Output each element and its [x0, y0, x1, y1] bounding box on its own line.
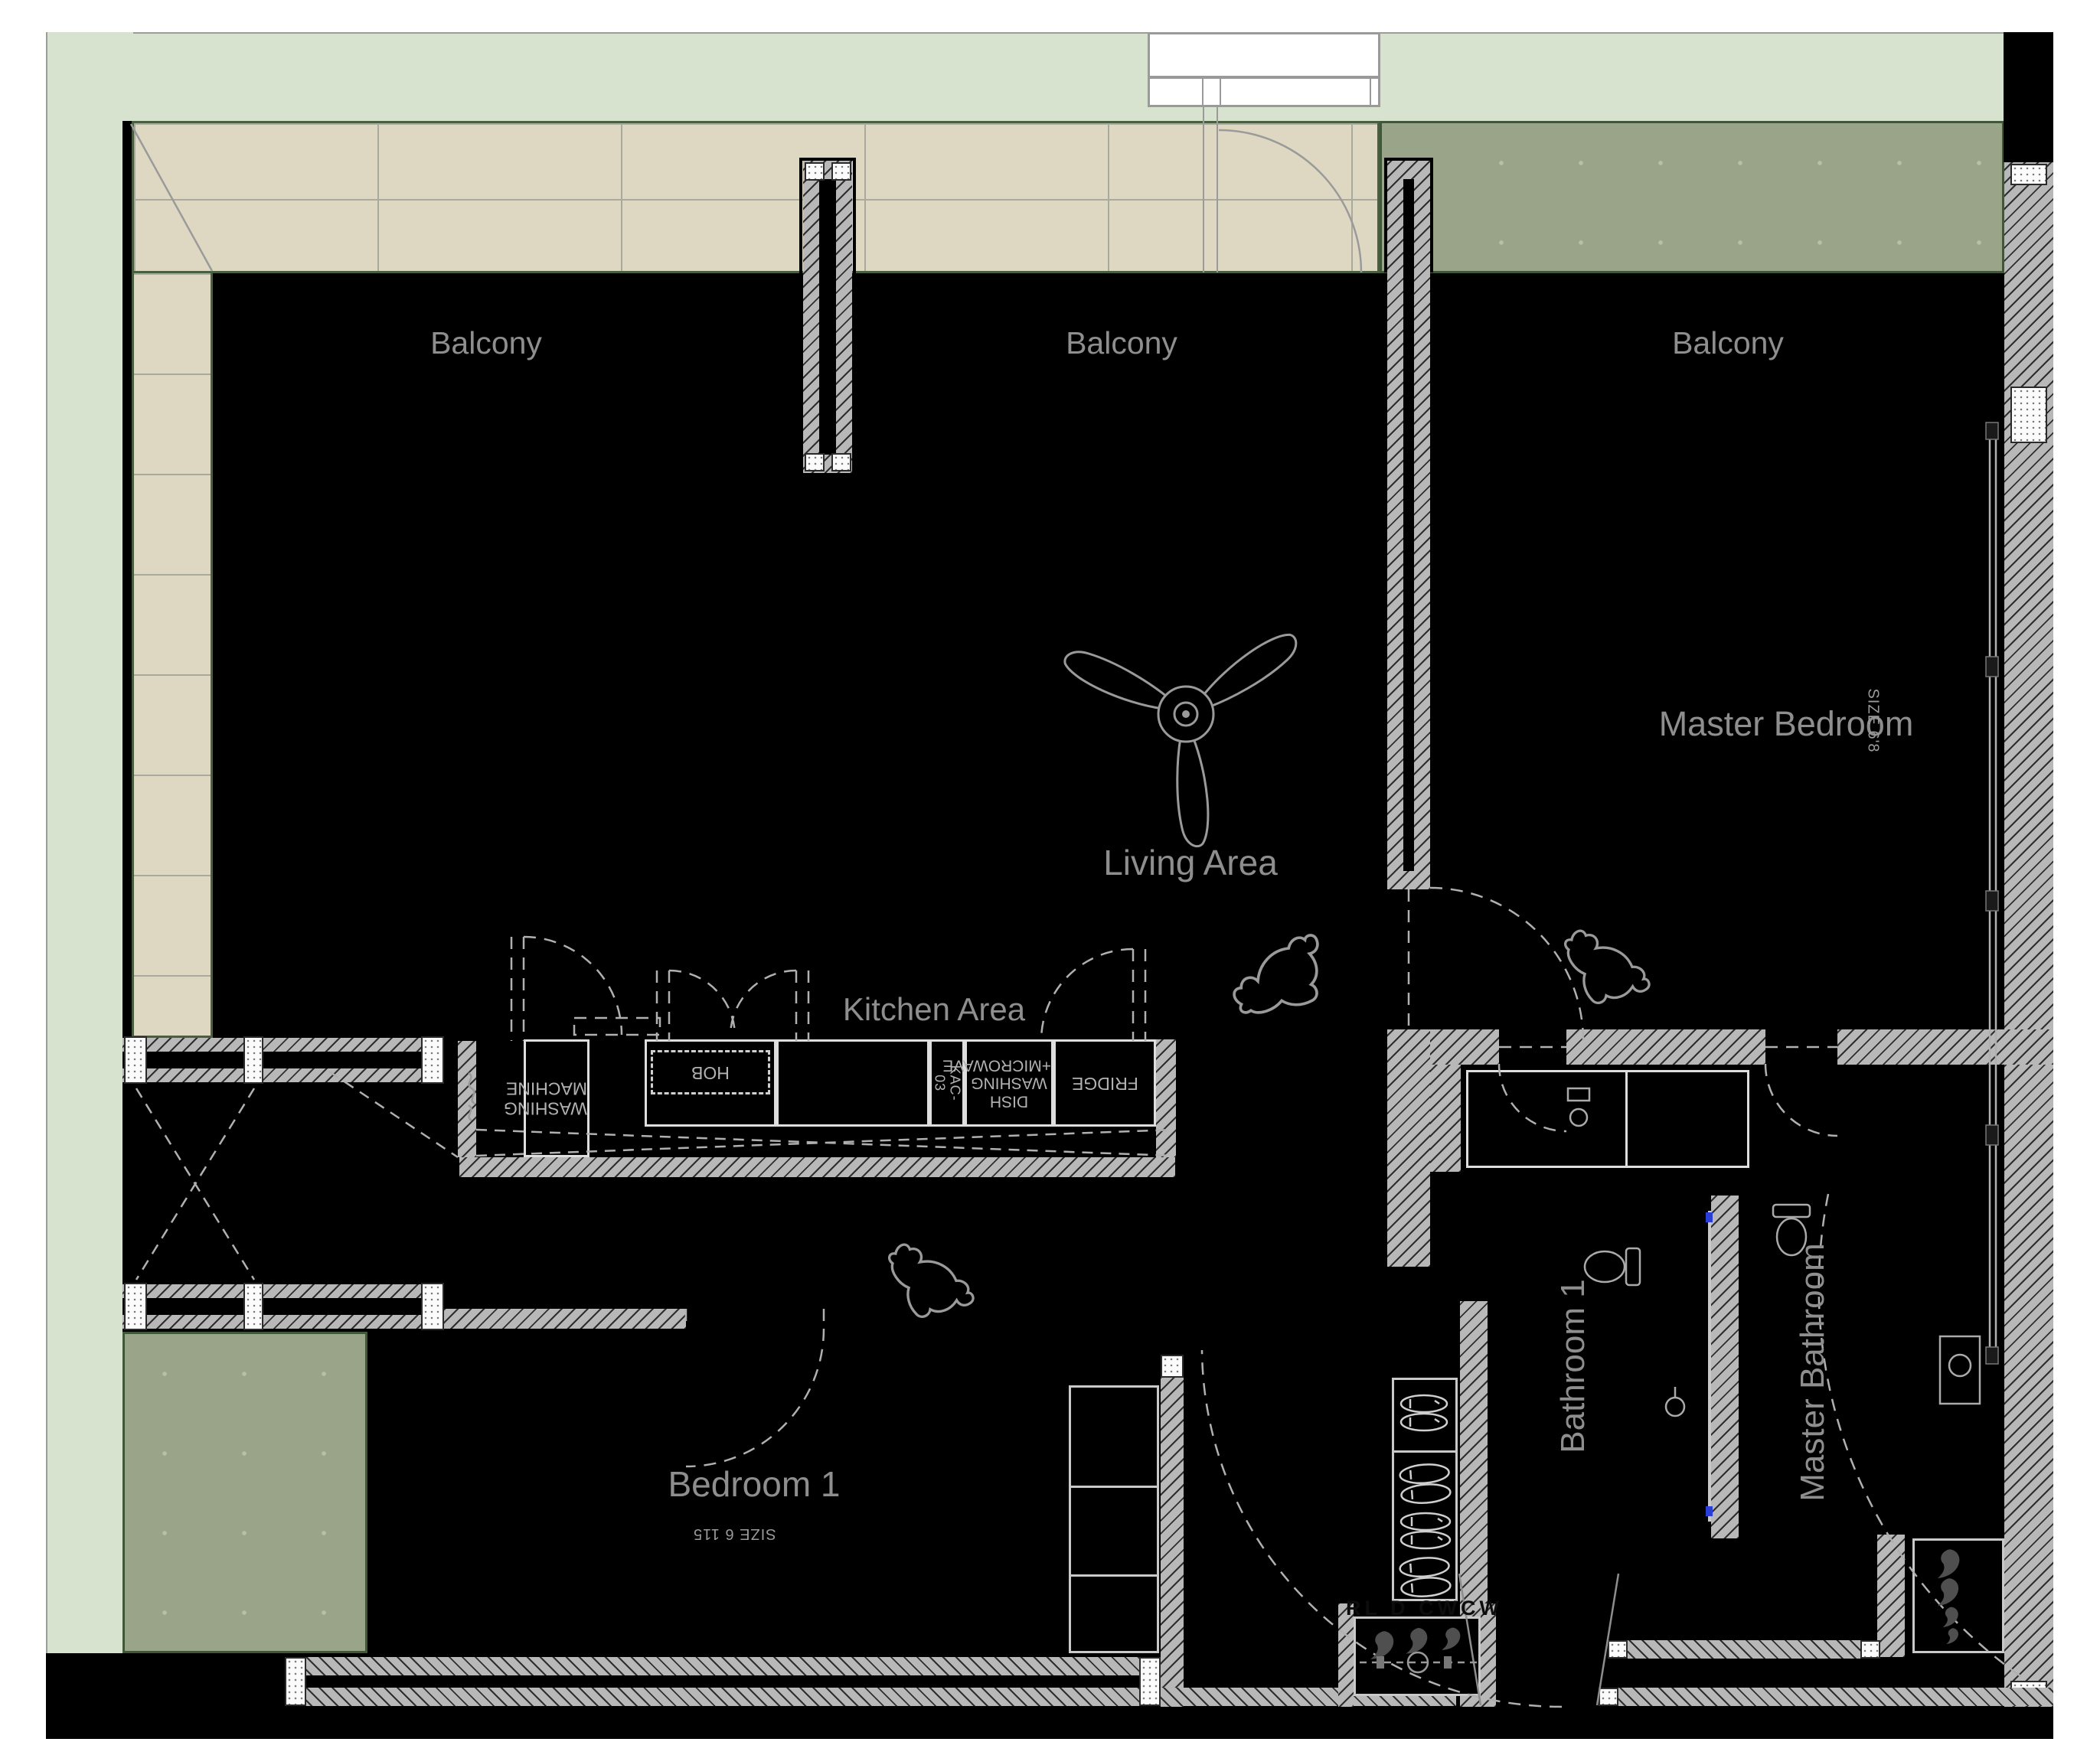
- kitchen-counter-fridge: FRIDGE: [1053, 1039, 1156, 1127]
- entry-divider: [1370, 79, 1371, 105]
- shoe-pair-icon: [1399, 1394, 1452, 1597]
- pier-cap: [805, 162, 825, 181]
- column-bedroom1-right: [1161, 1355, 1184, 1378]
- pipe-comma-icon: [1937, 1549, 1960, 1645]
- kitchen-counter-dishwashing: DISH WASHING +MICROWAVE: [942, 1039, 1053, 1127]
- closet-dashed-marks: [135, 1070, 1174, 1280]
- bedroom1-size-tag: SIZE 6 115: [693, 1525, 776, 1542]
- hall-faucet-icon: [1664, 1387, 1686, 1417]
- column-stub2-mid: [243, 1283, 263, 1330]
- column-bottom: [1608, 1640, 1628, 1659]
- tile-miter-line: [129, 123, 214, 272]
- wall-kitchen-right-return: [1156, 1039, 1176, 1157]
- bedroom1-door-swing: [684, 1309, 825, 1468]
- wall-bedroom1-top: [444, 1309, 686, 1329]
- planter-top-right: [1380, 121, 2004, 273]
- shaft-riser-label: RL D CWCW: [1346, 1597, 1503, 1620]
- bedroom1-label: Bedroom 1: [668, 1464, 841, 1504]
- top-right-wall-bar: [2004, 32, 2053, 162]
- ceiling-fan-icon: [1063, 633, 1298, 848]
- wall-bathroom-top-c: [1837, 1029, 2053, 1065]
- column-bottom: [285, 1657, 306, 1706]
- planter-bottom-left: [122, 1332, 367, 1653]
- wall-demising-lower: [1387, 1029, 1430, 1267]
- kitchen-counter-middle: [776, 1039, 929, 1127]
- pier-cap: [831, 453, 851, 471]
- toilet-icon: [1583, 1203, 1811, 1287]
- right-window-glazing: [1985, 422, 1999, 1365]
- column-stub1-right: [421, 1036, 444, 1084]
- wardrobe-shelf: [1071, 1486, 1157, 1488]
- balcony-label-left: Balcony: [430, 325, 542, 360]
- hob-dashed-outline: HOB: [651, 1050, 770, 1094]
- pier-cavity: [819, 179, 836, 455]
- wall-bottom-lower-right: [1599, 1688, 2053, 1706]
- shaft-wall-left: [1338, 1603, 1354, 1707]
- bathroom1-vanity: [1466, 1070, 1749, 1168]
- column-stub2-right: [421, 1283, 444, 1330]
- balcony-label-middle: Balcony: [1066, 325, 1177, 360]
- vanity-faucet-icon: [1566, 1087, 1591, 1127]
- bathroom-mirror-line: [1706, 1211, 1713, 1522]
- column-bottom: [1860, 1640, 1880, 1659]
- master-bedroom-label: Master Bedroom: [1658, 704, 1914, 743]
- wall-bottom-upper: [285, 1657, 1161, 1675]
- pier-cap: [831, 162, 851, 181]
- column-right-top: [2010, 164, 2047, 185]
- site-background-left: [46, 32, 133, 1653]
- living-area-label: Living Area: [1103, 843, 1278, 882]
- shaft-pipe-run: [1360, 1651, 1478, 1674]
- wall-bottom-upper-right: [1608, 1640, 1880, 1659]
- wall-stub-left-1b: [122, 1068, 444, 1082]
- wall-stub-left-2b: [122, 1315, 444, 1329]
- master-bedroom-door-swing: [1407, 886, 1585, 1042]
- bathroom1-label: Bathroom 1: [1554, 1279, 1592, 1453]
- bedroom1-wardrobe: [1069, 1385, 1159, 1653]
- balcony-tile-band-top: [132, 121, 1380, 273]
- kitchen-hook-marks: [468, 1072, 475, 1122]
- wall-bedroom1-right: [1161, 1355, 1184, 1707]
- master-bathroom-label: Master Bathroom: [1794, 1243, 1831, 1502]
- master-bath-sink-icon: [1938, 1335, 1981, 1405]
- plan-footing-bottom-left: [46, 1653, 122, 1739]
- wall-bathroom-partition: [1711, 1196, 1739, 1538]
- bathroom-door-swings: [1200, 1045, 2028, 1708]
- entry-divider: [1202, 79, 1203, 105]
- rabbit-outline-icon: [887, 929, 1651, 1318]
- column-stub1-mid: [243, 1036, 263, 1084]
- vanity-divider: [1625, 1072, 1628, 1166]
- master-bedroom-size-tag: SIZE 6'8: [1864, 688, 1882, 753]
- column-stub1-left: [124, 1036, 147, 1084]
- balcony-tile-strip-left: [132, 273, 213, 1038]
- kitchen-counter-washing-machine: WASHING MACHINE: [504, 1039, 590, 1157]
- wall-bathroom1-left: [1430, 1065, 1461, 1172]
- balcony-label-right: Balcony: [1672, 325, 1784, 360]
- wall-kitchen-back: [459, 1157, 1175, 1177]
- column-right-mid: [2010, 387, 2047, 443]
- kitchen-shaft-kac03: KAC-03: [929, 1039, 965, 1127]
- wall-bottom-lower: [285, 1688, 1456, 1706]
- shoe-cabinet-shelf: [1394, 1450, 1455, 1453]
- entry-divider: [1220, 79, 1221, 105]
- kitchen-area-label: Kitchen Area: [842, 991, 1026, 1027]
- wall-kitchen-left-return: [458, 1041, 476, 1157]
- entry-door-swing: [1203, 107, 1363, 273]
- site-background-top: [46, 32, 2004, 122]
- wall-bathroom-top-a: [1430, 1029, 1499, 1065]
- column-stub2-left: [124, 1283, 147, 1330]
- wall-demising-cavity: [1403, 179, 1414, 871]
- kitchen-door-swings: [510, 935, 1147, 1042]
- wall-stub-left-2a: [122, 1284, 444, 1298]
- wall-stub-left-1a: [122, 1038, 444, 1052]
- column-bottom: [1139, 1657, 1161, 1706]
- bottom-entry-door-leaves: [1458, 1573, 1620, 1706]
- pipe-comma-icon: [1370, 1627, 1461, 1659]
- wardrobe-shelf: [1071, 1574, 1157, 1577]
- shaft-wall-right: [1481, 1603, 1496, 1707]
- pier-cap: [805, 453, 825, 471]
- kitchen-counter-hob: [645, 1039, 776, 1127]
- entry-lobby-door-row: [1148, 77, 1380, 107]
- wall-bathroom-top-b: [1566, 1029, 1765, 1065]
